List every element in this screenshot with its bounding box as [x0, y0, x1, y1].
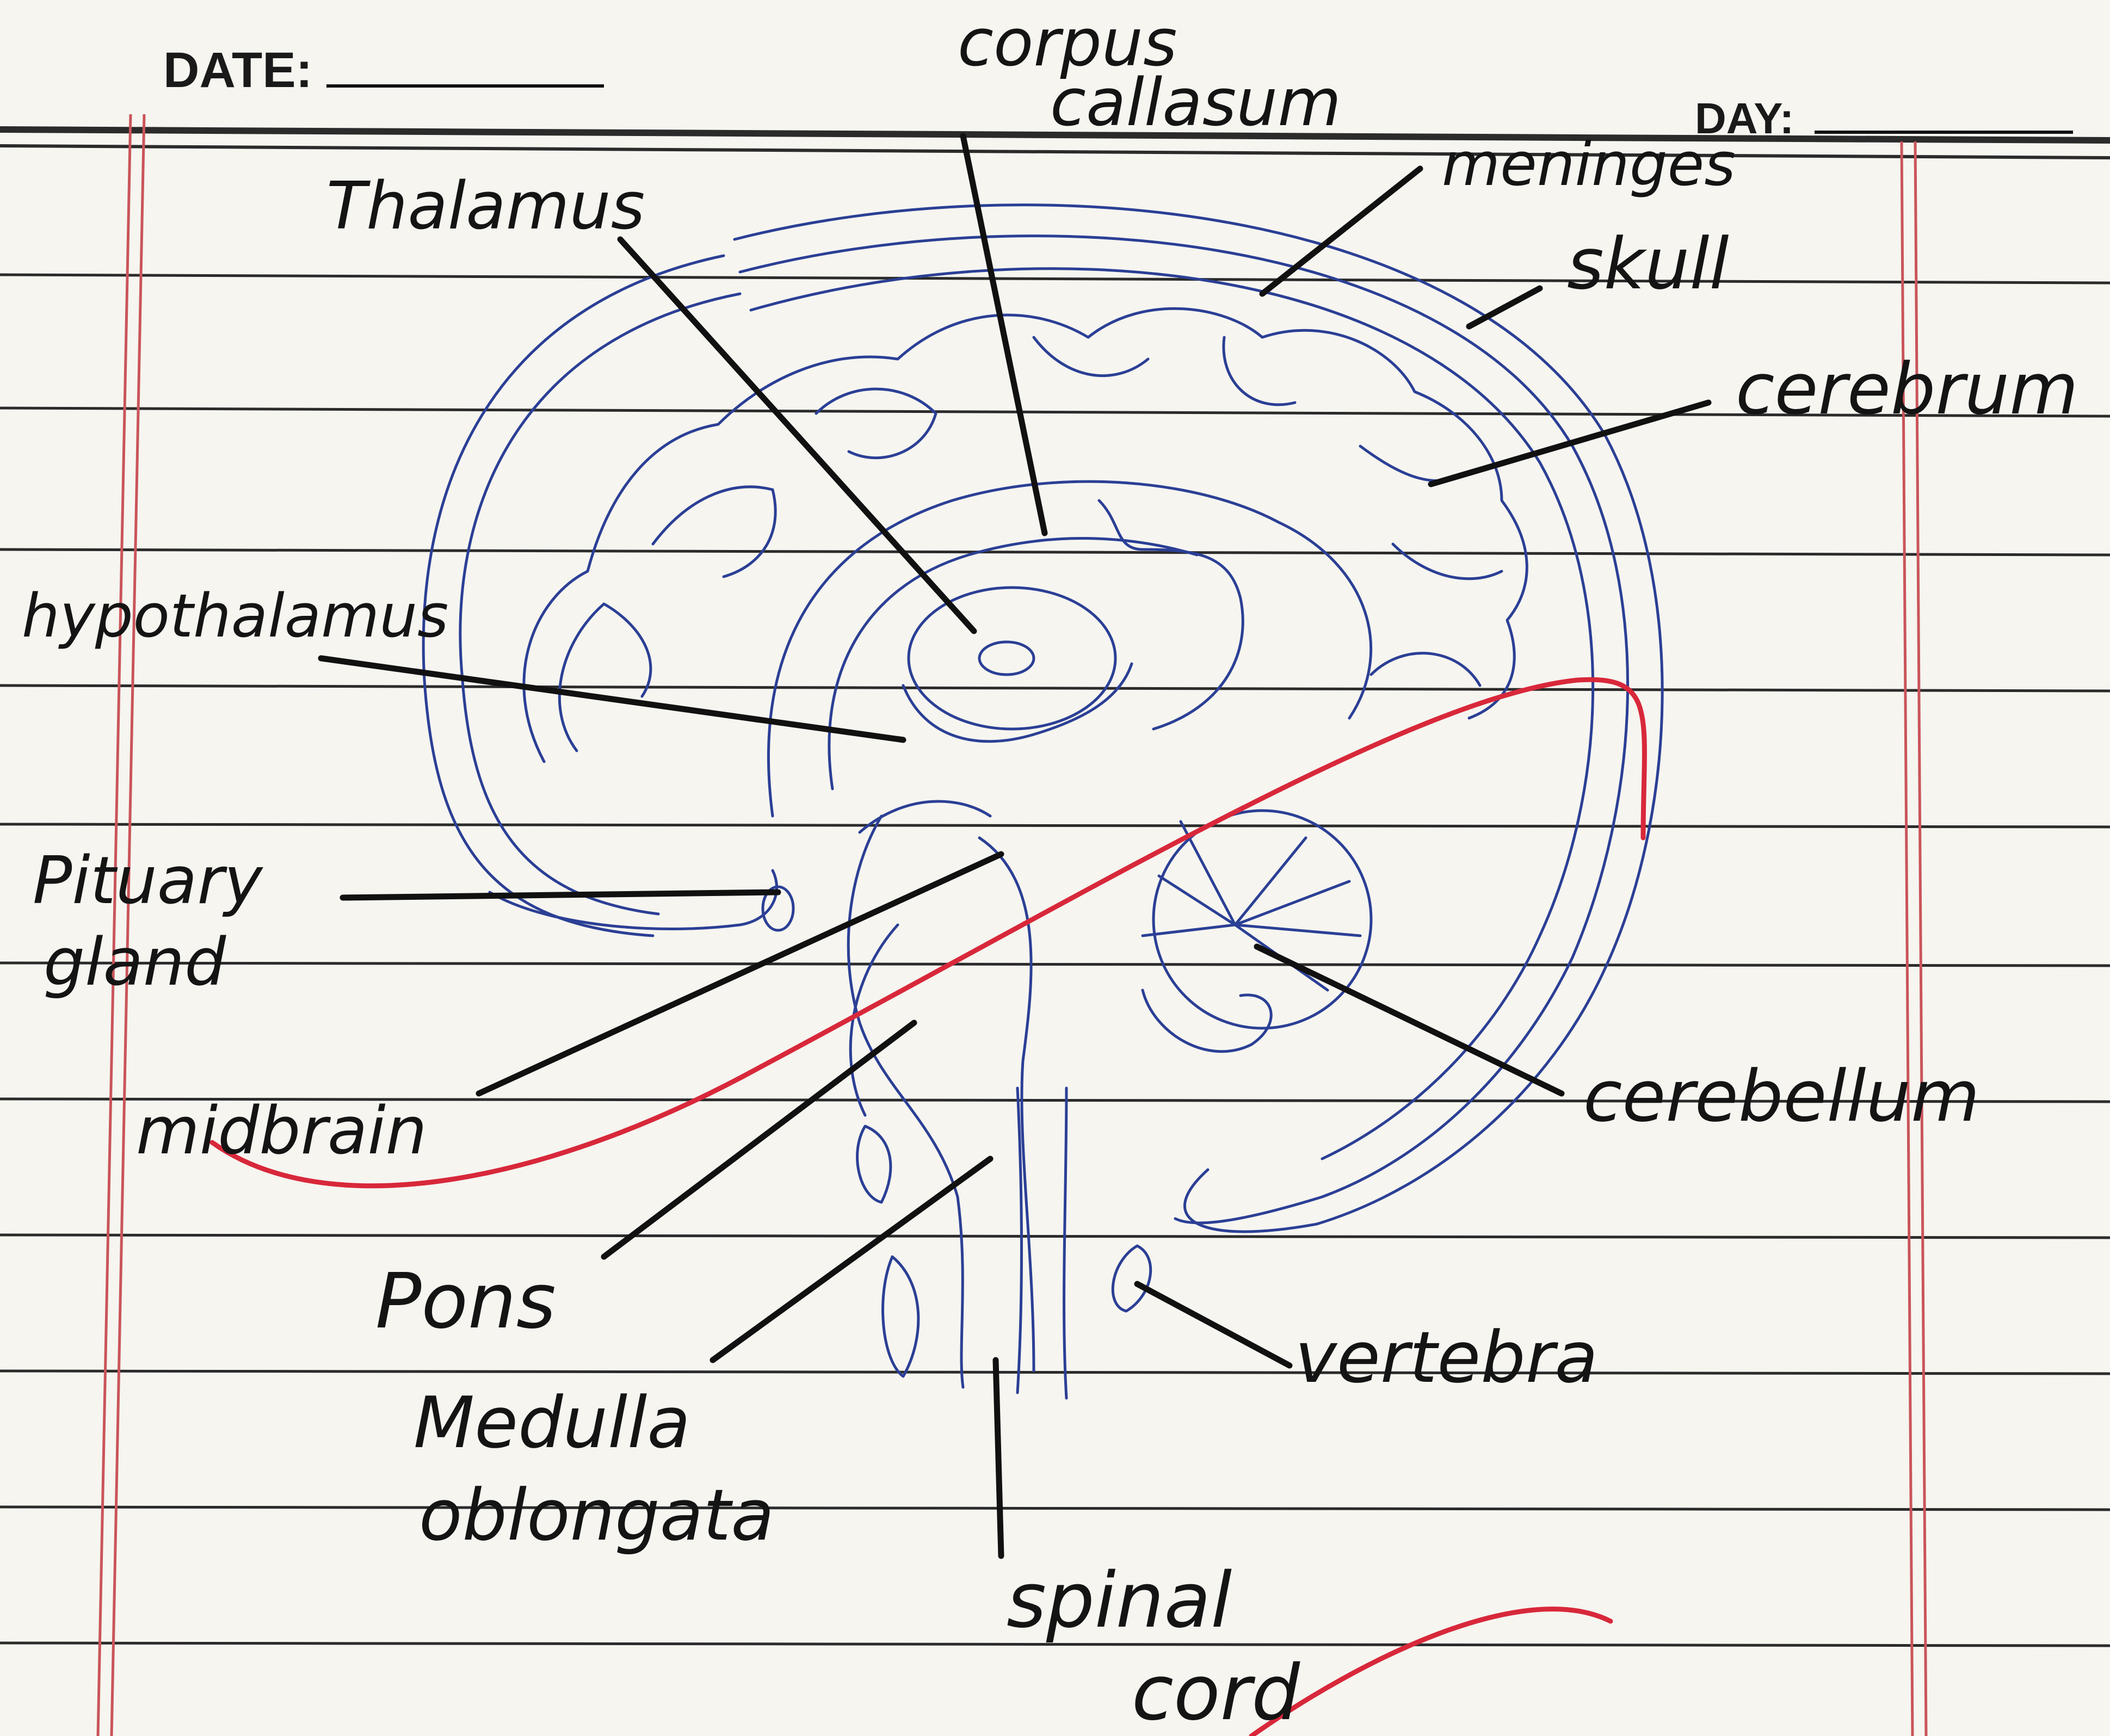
red-marks: [212, 679, 1644, 1736]
leader-corpus-callosum: [963, 136, 1045, 533]
label-pituitary-line1: Pituary: [33, 843, 264, 919]
leader-pituitary: [343, 892, 778, 898]
skull-outline-front: [423, 256, 724, 936]
leader-vertebra: [1137, 1284, 1290, 1366]
pituitary-area: [490, 870, 777, 929]
label-medulla-line2: oblongata: [419, 1474, 774, 1556]
cerebellum-shape: [1153, 811, 1371, 1028]
vertebra-shape-2: [1113, 1246, 1150, 1311]
leader-skull: [1469, 288, 1540, 326]
leader-medulla: [713, 1159, 990, 1360]
label-pituitary-line2: gland: [44, 925, 226, 1000]
label-meninges: meninges: [1442, 129, 1736, 199]
label-cerebellum: cerebellum: [1583, 1055, 1980, 1138]
label-hypothalamus: hypothalamus: [22, 581, 448, 651]
diagram-labels: corpus callasum Thalamus meninges skull …: [22, 5, 2078, 1736]
label-thalamus: Thalamus: [326, 169, 645, 244]
label-skull: skull: [1567, 223, 1729, 305]
brainstem-outline: [848, 816, 963, 1387]
leader-meninges: [1262, 169, 1420, 294]
label-midbrain: midbrain: [136, 1094, 427, 1169]
leader-pons: [604, 1023, 914, 1257]
label-vertebra: vertebra: [1295, 1316, 1598, 1399]
brain-sagittal-drawing: [423, 205, 1662, 1398]
label-pons: Pons: [375, 1257, 556, 1346]
label-spinal-cord-line2: cord: [1132, 1649, 1300, 1736]
label-medulla-line1: Medulla: [414, 1381, 690, 1464]
label-spinal-cord-line1: spinal: [1007, 1556, 1232, 1645]
label-cerebrum: cerebrum: [1736, 348, 2078, 430]
corpus-callosum-arc: [768, 481, 1371, 816]
leader-hypothalamus: [321, 658, 903, 740]
label-corpus-callosum-line2: callasum: [1050, 65, 1341, 141]
spinal-cord-shape: [1017, 1088, 1022, 1393]
thalamus-shape: [909, 588, 1115, 729]
red-curve-bottom: [1251, 1609, 1611, 1736]
leader-spinal-cord: [996, 1360, 1001, 1556]
red-curve-main: [212, 679, 1644, 1186]
vertebra-shape-1: [857, 1126, 891, 1202]
cerebrum-outline: [524, 308, 1527, 762]
date-label: DATE:: [163, 42, 312, 98]
margin-lines: [98, 114, 1926, 1736]
